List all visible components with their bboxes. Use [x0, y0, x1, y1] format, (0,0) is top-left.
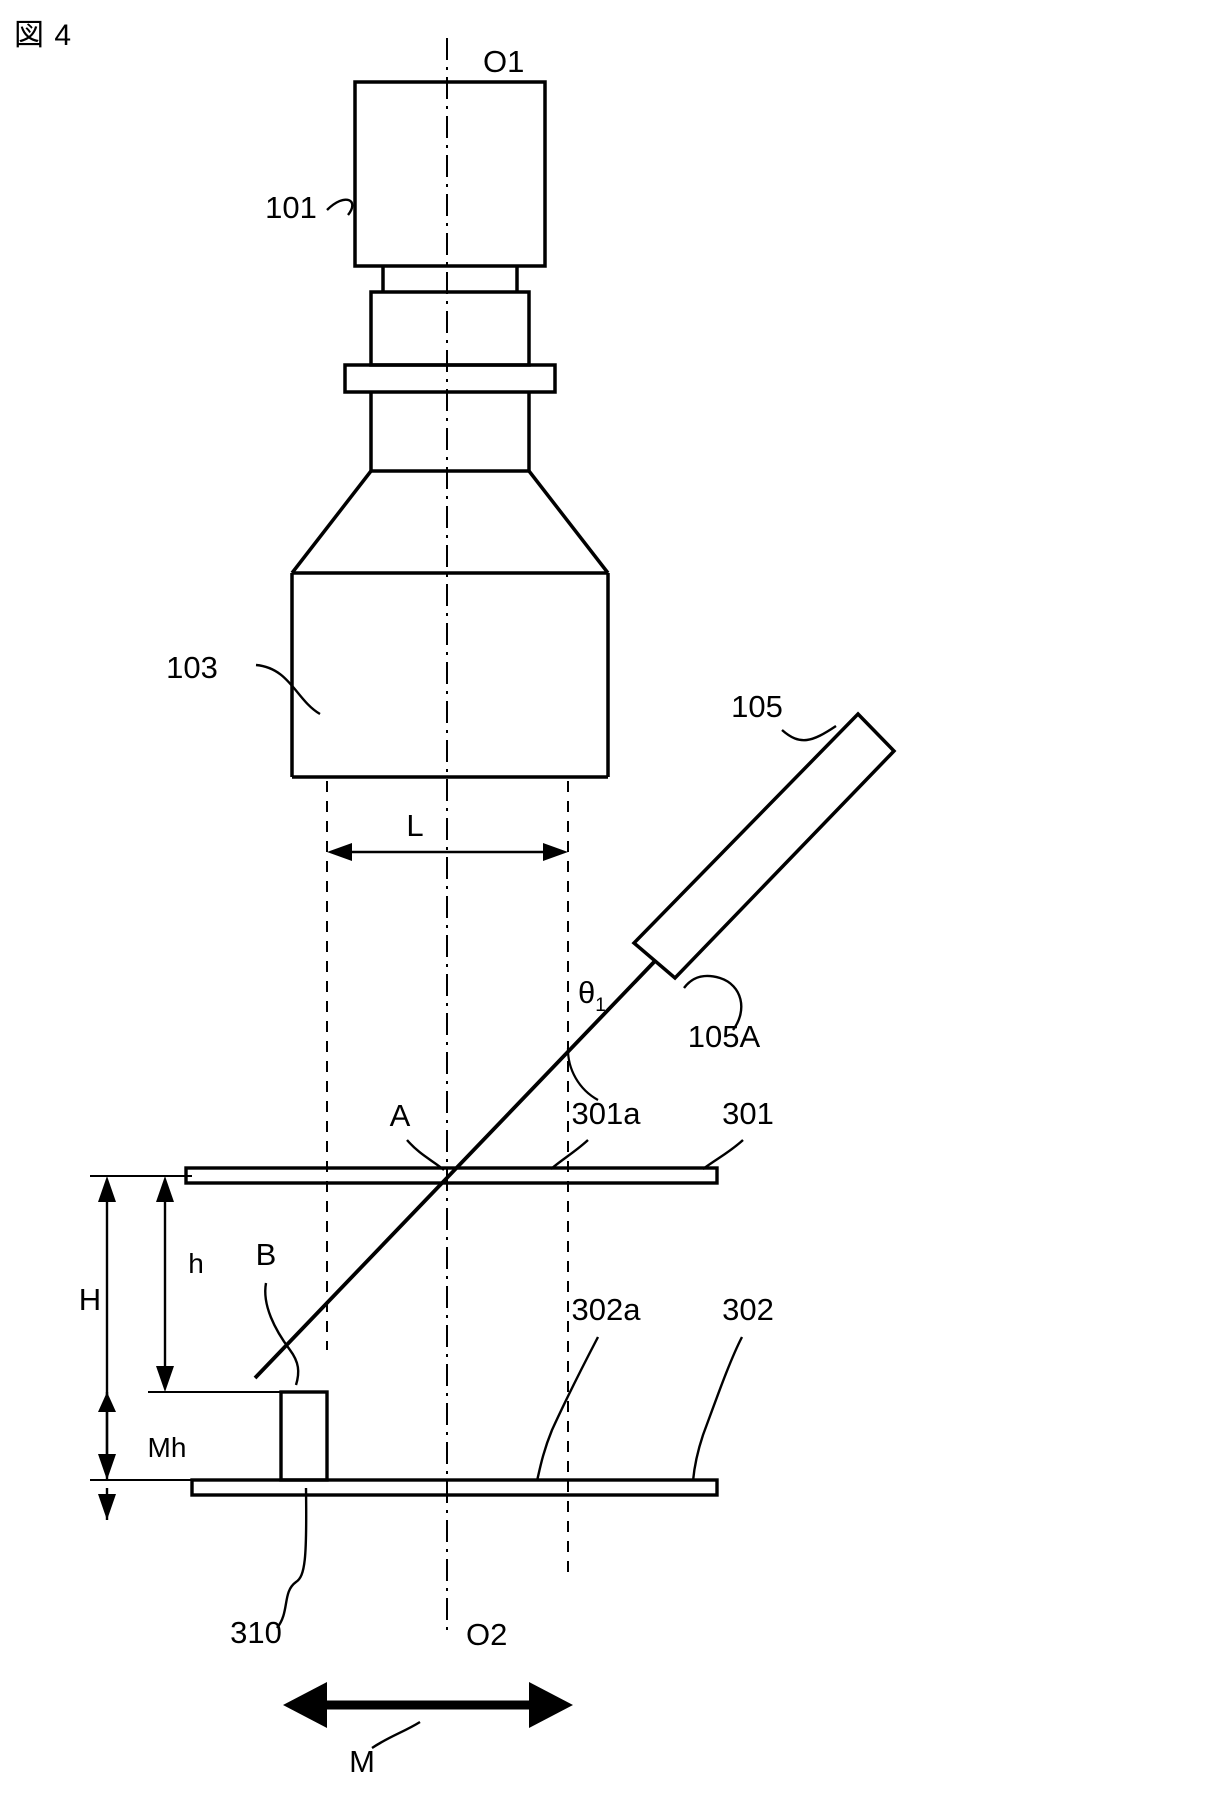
figure-caption-kanji: 図 — [14, 18, 45, 53]
part-label-302: 302 — [722, 1292, 774, 1327]
leader-line-310 — [276, 1487, 308, 1629]
angle-theta1-base: θ — [578, 975, 595, 1010]
lower-substrate-302 — [190, 1478, 719, 1497]
angle-theta1-arc — [566, 1047, 599, 1101]
part-label-105: 105 — [731, 689, 783, 724]
figure-caption: 図 4 — [14, 10, 72, 54]
part-label-301a: 301a — [572, 1096, 642, 1131]
figure-caption-number: 4 — [54, 19, 73, 52]
dimension-M-label: M — [349, 1744, 375, 1779]
dimension-L-arrow-left — [327, 843, 352, 861]
angle-theta1-subscript: 1 — [595, 995, 606, 1016]
leader-line-101 — [326, 198, 354, 216]
leader-line-M — [371, 1720, 421, 1749]
leader-line-301 — [702, 1139, 744, 1170]
leader-line-103 — [255, 663, 321, 716]
point-label-A: A — [390, 1098, 411, 1133]
part-label-302a: 302a — [572, 1292, 642, 1327]
leader-line-302 — [691, 1336, 744, 1482]
dimension-L-arrow-right — [543, 843, 568, 861]
dimension-H-label: H — [79, 1282, 101, 1317]
flange-ring — [343, 363, 557, 394]
leader-line-105A — [683, 974, 743, 1031]
motion-arrow-head-right — [529, 1682, 573, 1728]
leader-line-301a — [550, 1139, 589, 1170]
taper-right — [527, 469, 610, 575]
camera-body-101 — [353, 80, 547, 268]
part-label-105A: 105A — [688, 1019, 761, 1054]
dimension-h-label: h — [188, 1248, 204, 1279]
coupler-cylinder — [369, 290, 531, 367]
measurement-object-310 — [279, 1390, 329, 1482]
dimension-H-arrow-top — [98, 1176, 116, 1202]
leader-line-A — [406, 1139, 445, 1171]
part-label-301: 301 — [722, 1096, 774, 1131]
part-label-310: 310 — [230, 1615, 282, 1650]
part-label-101: 101 — [265, 190, 317, 225]
point-label-B: B — [256, 1237, 277, 1272]
axis-label-O2: O2 — [466, 1617, 507, 1652]
dimension-Mh-arrow-top — [98, 1392, 116, 1412]
leader-line-302a — [535, 1336, 600, 1482]
part-label-103: 103 — [166, 650, 218, 685]
axis-label-O1: O1 — [483, 44, 524, 79]
dimension-h-arrow-top — [156, 1176, 174, 1202]
leader-line-105 — [781, 725, 837, 742]
motion-arrow-head-left — [283, 1682, 327, 1728]
taper-left — [290, 469, 373, 575]
dimension-Mh-label: Mh — [148, 1432, 187, 1463]
angle-theta1-label: θ1 — [578, 975, 606, 1016]
leader-line-B — [264, 1282, 300, 1386]
light-projector-105 — [631, 711, 897, 981]
dimension-h-arrow-bottom — [156, 1366, 174, 1392]
dimension-L-label: L — [406, 808, 423, 843]
